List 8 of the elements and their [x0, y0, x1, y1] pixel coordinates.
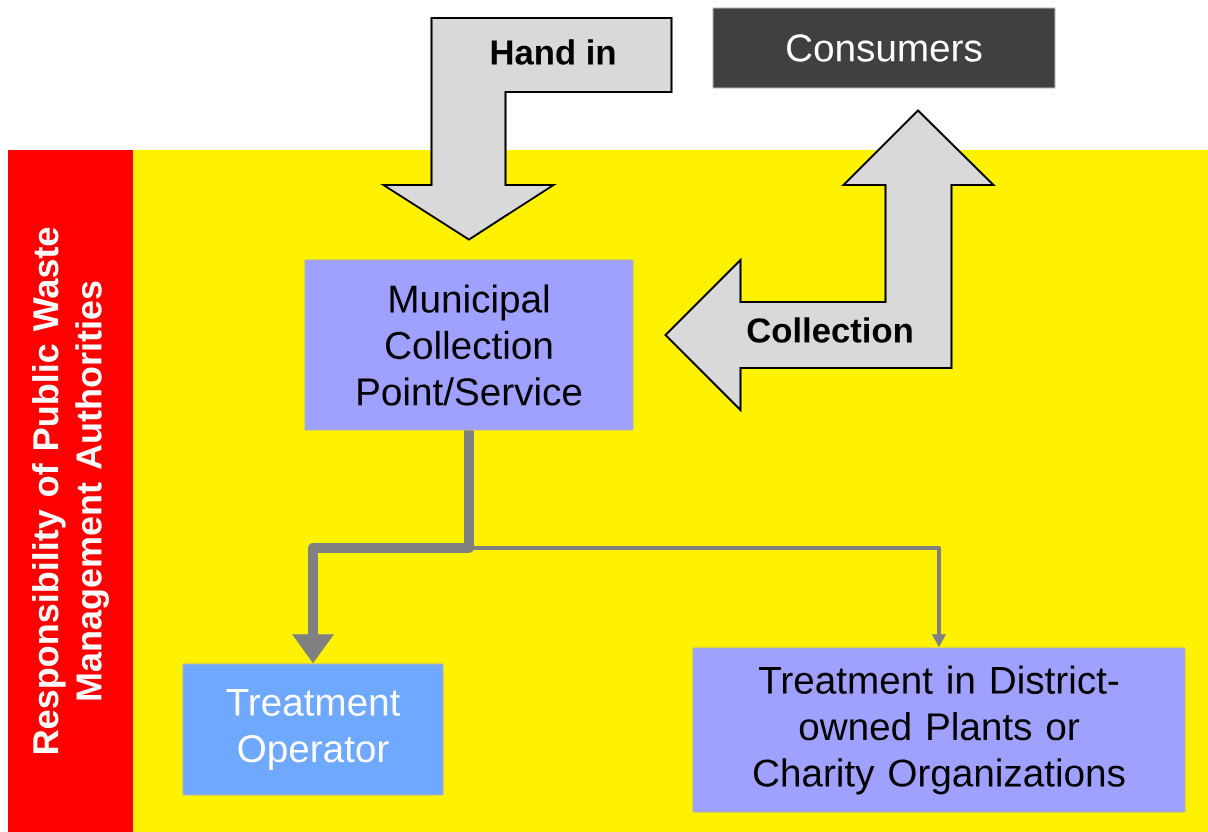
side-band: Responsibility of Public Waste Management Authorities [8, 150, 133, 832]
block-arrow [380, 17, 673, 241]
process-box: Municipal Collection Point/Service [304, 259, 634, 431]
edge-label: Hand in [488, 37, 618, 67]
process-box: Treatment Operator [182, 663, 444, 796]
edge-label: Collection [744, 315, 916, 345]
process-box: Treatment in District-owned Plants or Charity Organizations [692, 647, 1186, 813]
process-box: Consumers [712, 7, 1056, 89]
